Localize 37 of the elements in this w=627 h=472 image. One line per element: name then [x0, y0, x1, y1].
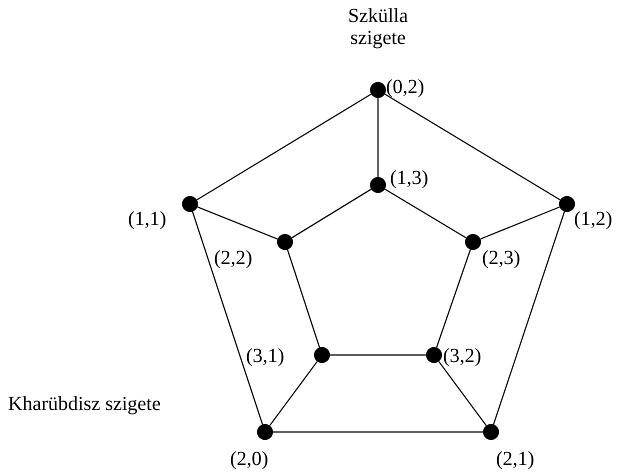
vertex-label: (2,1) [496, 448, 534, 470]
vertex-label: (0,2) [386, 76, 424, 98]
vertex-dot [370, 177, 386, 193]
vertex-label: Kharübdisz szigete [8, 393, 161, 415]
vertex-dot [257, 424, 273, 440]
edge-line [377, 98, 379, 177]
vertex-label: (3,1) [246, 345, 284, 367]
vertex-dot [314, 347, 330, 363]
vertex-dot [426, 347, 442, 363]
edge-line [480, 206, 560, 240]
vertex-label: (1,2) [574, 208, 612, 230]
vertex-label: (1,1) [128, 208, 166, 230]
edge-line [438, 361, 487, 426]
vertex-dot [465, 234, 481, 250]
edge-line [269, 361, 318, 426]
edge-line [273, 431, 483, 433]
edge-line [436, 249, 471, 348]
edge-line [286, 249, 320, 348]
vertex-label: (1,3) [390, 167, 428, 189]
edge-line [330, 354, 426, 356]
edge-line [492, 211, 566, 425]
vertex-dot [370, 82, 386, 98]
edge-line [292, 188, 372, 238]
vertex-label: (2,2) [214, 247, 252, 269]
vertex-dot [559, 196, 575, 212]
vertex-label: (2,0) [230, 448, 268, 470]
edge-line [197, 206, 278, 240]
edge-line [192, 211, 264, 425]
vertex-dot [182, 196, 198, 212]
edge-line [196, 94, 372, 200]
vertex-dot [277, 234, 293, 250]
vertex-label: (2,3) [482, 247, 520, 269]
vertex-label: Szkülla szigete [347, 5, 409, 49]
vertex-dot [483, 424, 499, 440]
edge-line [384, 94, 560, 200]
edge-line [384, 188, 466, 238]
vertex-label: (3,2) [443, 345, 482, 367]
